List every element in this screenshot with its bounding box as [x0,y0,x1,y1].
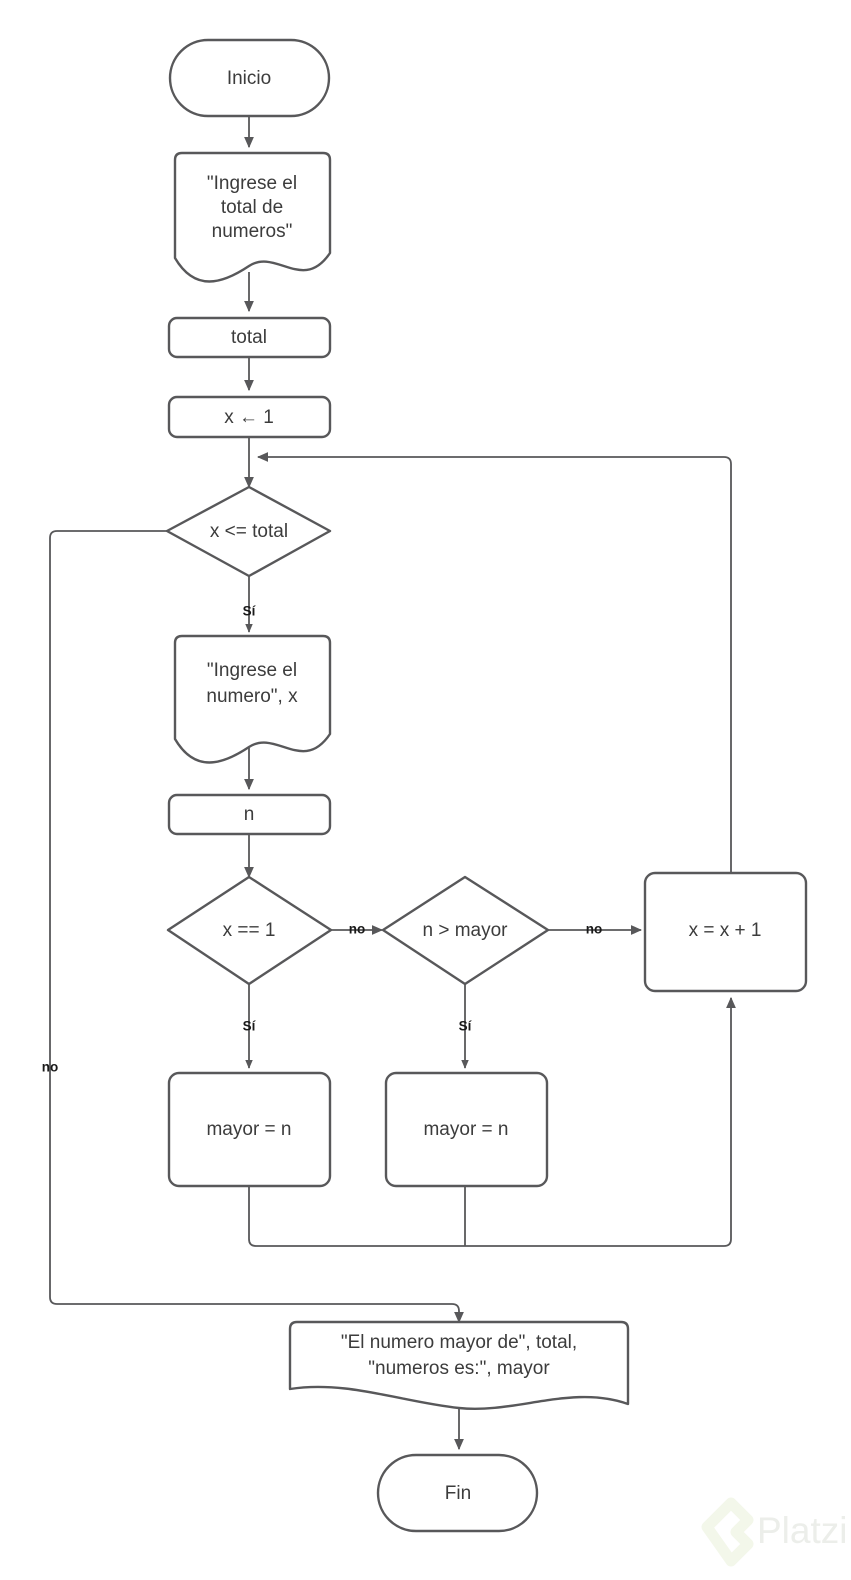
platzi-wordmark: Platzi [757,1510,847,1551]
edge-assign-left-merge [248,996,736,1247]
edge-label-first-no: no [349,922,366,937]
assign-right-label: mayor = n [423,1119,508,1140]
print-result-label-line2: "numeros es:", mayor [368,1358,550,1379]
node-print-numero[interactable]: "Ingrese el numero", x [173,634,332,764]
node-inicio[interactable]: Inicio [168,38,331,118]
init-x-shape [167,395,332,439]
node-incr-x[interactable]: x = x + 1 [643,871,808,993]
print-numero-label-line2: numero", x [206,686,298,707]
edge-label-first-si: Sí [243,1019,257,1034]
cond-first-label: x == 1 [223,920,276,941]
node-assign-right[interactable]: mayor = n [384,1071,549,1188]
edge-label-greater-si: Sí [459,1019,473,1034]
node-print-result[interactable]: "El numero mayor de", total, "numeros es… [288,1320,630,1410]
print-result-shape [288,1320,630,1410]
print-total-label-line1: "Ingrese el [207,173,297,194]
cond-loop-shape [165,485,332,578]
incr-x-shape [643,871,808,993]
node-cond-first[interactable]: x == 1 [166,875,333,986]
cond-greater-shape [381,875,550,986]
node-init-x[interactable]: x ← 1 [167,395,332,439]
edge-label-greater-no: no [586,922,603,937]
edge-incr-x-loopback [256,452,732,873]
assign-left-label: mayor = n [206,1119,291,1140]
node-cond-loop[interactable]: x <= total [165,485,332,578]
print-numero-label-line1: "Ingrese el [207,660,297,681]
print-total-shape [173,151,332,283]
edge-cond-loop-no-to-print-result [49,530,464,1324]
nodes-layer: Inicio "Ingrese el total de numeros" tot… [165,38,808,1533]
read-total-label: total [231,327,267,348]
inicio-shape [168,38,331,118]
assign-right-shape [384,1071,549,1188]
print-result-label-line1: "El numero mayor de", total, [341,1332,577,1353]
node-read-n[interactable]: n [167,793,332,836]
cond-greater-label: n > mayor [422,920,508,941]
platzi-watermark: Platzi [701,1497,847,1567]
node-print-total[interactable]: "Ingrese el total de numeros" [173,151,332,283]
assign-left-shape [167,1071,332,1188]
fin-label: Fin [445,1483,471,1504]
node-cond-greater[interactable]: n > mayor [381,875,550,986]
edge-label-loop-si: Sí [243,604,257,619]
cond-loop-label: x <= total [210,521,288,542]
cond-first-shape [166,875,333,986]
edge-labels-layer: Sí no Sí no Sí no [42,604,603,1075]
read-total-shape [167,316,332,359]
node-read-total[interactable]: total [167,316,332,359]
inicio-label: Inicio [227,68,271,89]
read-n-label: n [244,804,255,825]
platzi-logo-icon [701,1497,754,1567]
edge-label-loop-no: no [42,1060,59,1075]
edges-layer [49,115,736,1451]
init-x-label: x ← 1 [224,407,274,428]
read-n-shape [167,793,332,836]
node-assign-left[interactable]: mayor = n [167,1071,332,1188]
node-fin[interactable]: Fin [376,1453,539,1533]
print-total-label-line2: total de [221,197,283,218]
print-total-label-line3: numeros" [212,221,293,242]
incr-x-label: x = x + 1 [689,920,762,941]
print-numero-shape [173,634,332,764]
platzi-mark-path [701,1497,754,1567]
fin-shape [376,1453,539,1533]
